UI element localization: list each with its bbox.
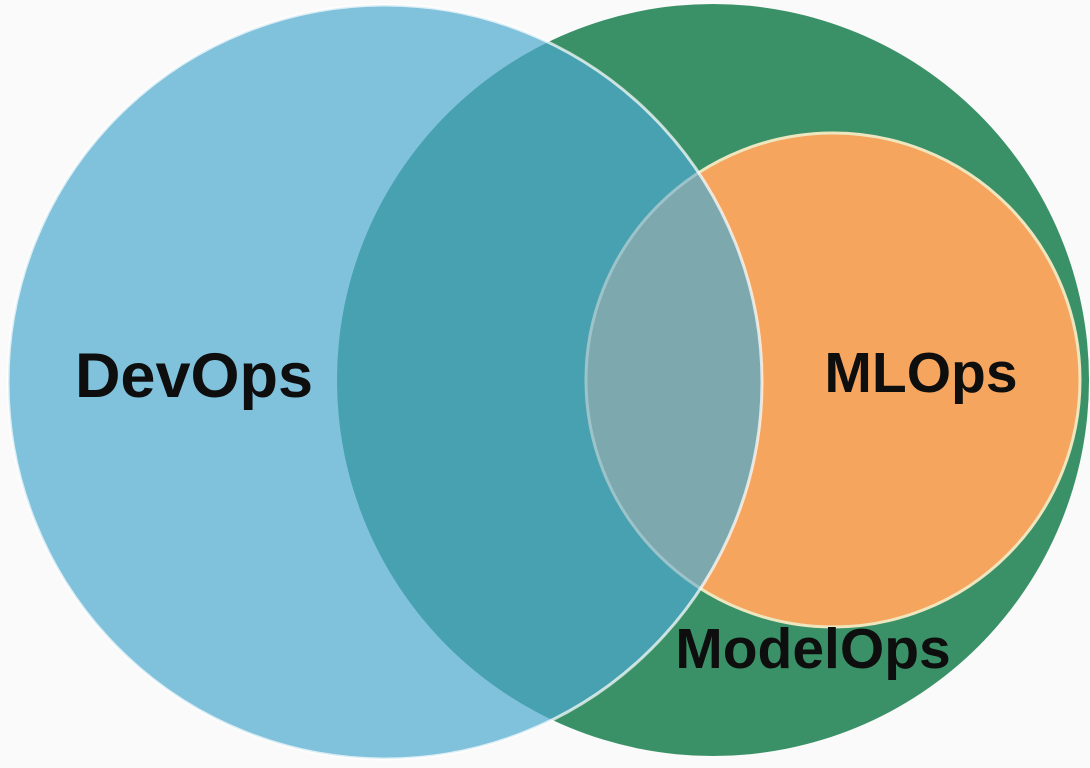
devops-label: DevOps [75, 341, 313, 411]
devops-edge-highlight [6, 3, 764, 761]
overlap-regions [337, 5, 762, 756]
devops-mlops-overlap [584, 131, 762, 629]
modelops-label: ModelOps [675, 617, 951, 681]
mlops-label: MLOps [824, 341, 1017, 405]
